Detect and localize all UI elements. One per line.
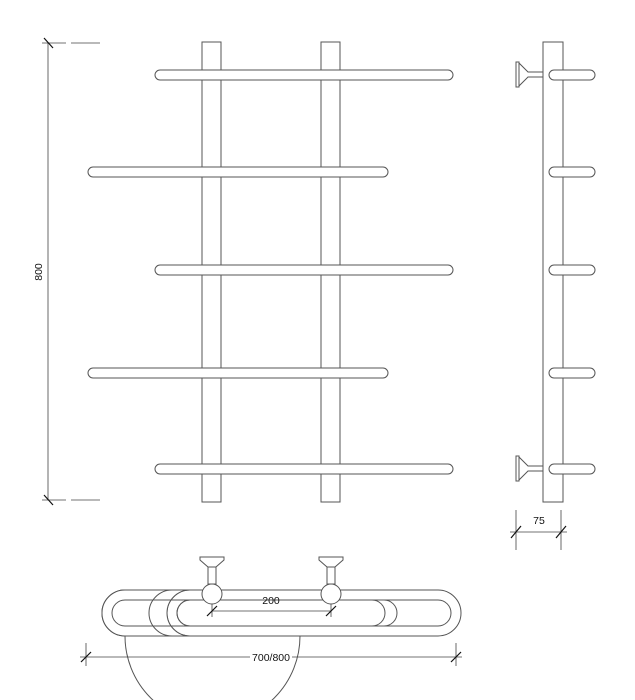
side-bar-3: [548, 264, 596, 276]
front-bar-1: [154, 69, 454, 81]
front-bar-3: [154, 264, 454, 276]
top-post-left: [199, 556, 225, 605]
wall-bracket-bottom: [515, 455, 543, 482]
top-view: [101, 556, 462, 700]
front-bar-5: [154, 463, 454, 475]
side-view: [515, 41, 596, 503]
wall-bracket-top: [515, 61, 543, 88]
front-view: [87, 41, 454, 503]
front-bar-4: [87, 367, 389, 379]
side-bar-5: [548, 463, 596, 475]
front-post-edges: [201, 80, 341, 167]
side-bar-4: [548, 367, 596, 379]
depth-dimension: 75: [510, 510, 567, 550]
top-post-right: [318, 556, 344, 605]
top-loop-left: [101, 589, 191, 637]
front-bar-2: [87, 166, 389, 178]
width-dimension: 700/800: [80, 643, 462, 666]
height-dimension: 800: [33, 37, 100, 506]
post-spacing-dimension: 200: [206, 595, 337, 617]
height-label: 800: [33, 263, 45, 281]
depth-label: 75: [533, 515, 545, 527]
side-bar-2: [548, 166, 596, 178]
width-label: 700/800: [252, 652, 290, 664]
side-bar-1: [548, 69, 596, 81]
post-spacing-label: 200: [262, 595, 280, 607]
